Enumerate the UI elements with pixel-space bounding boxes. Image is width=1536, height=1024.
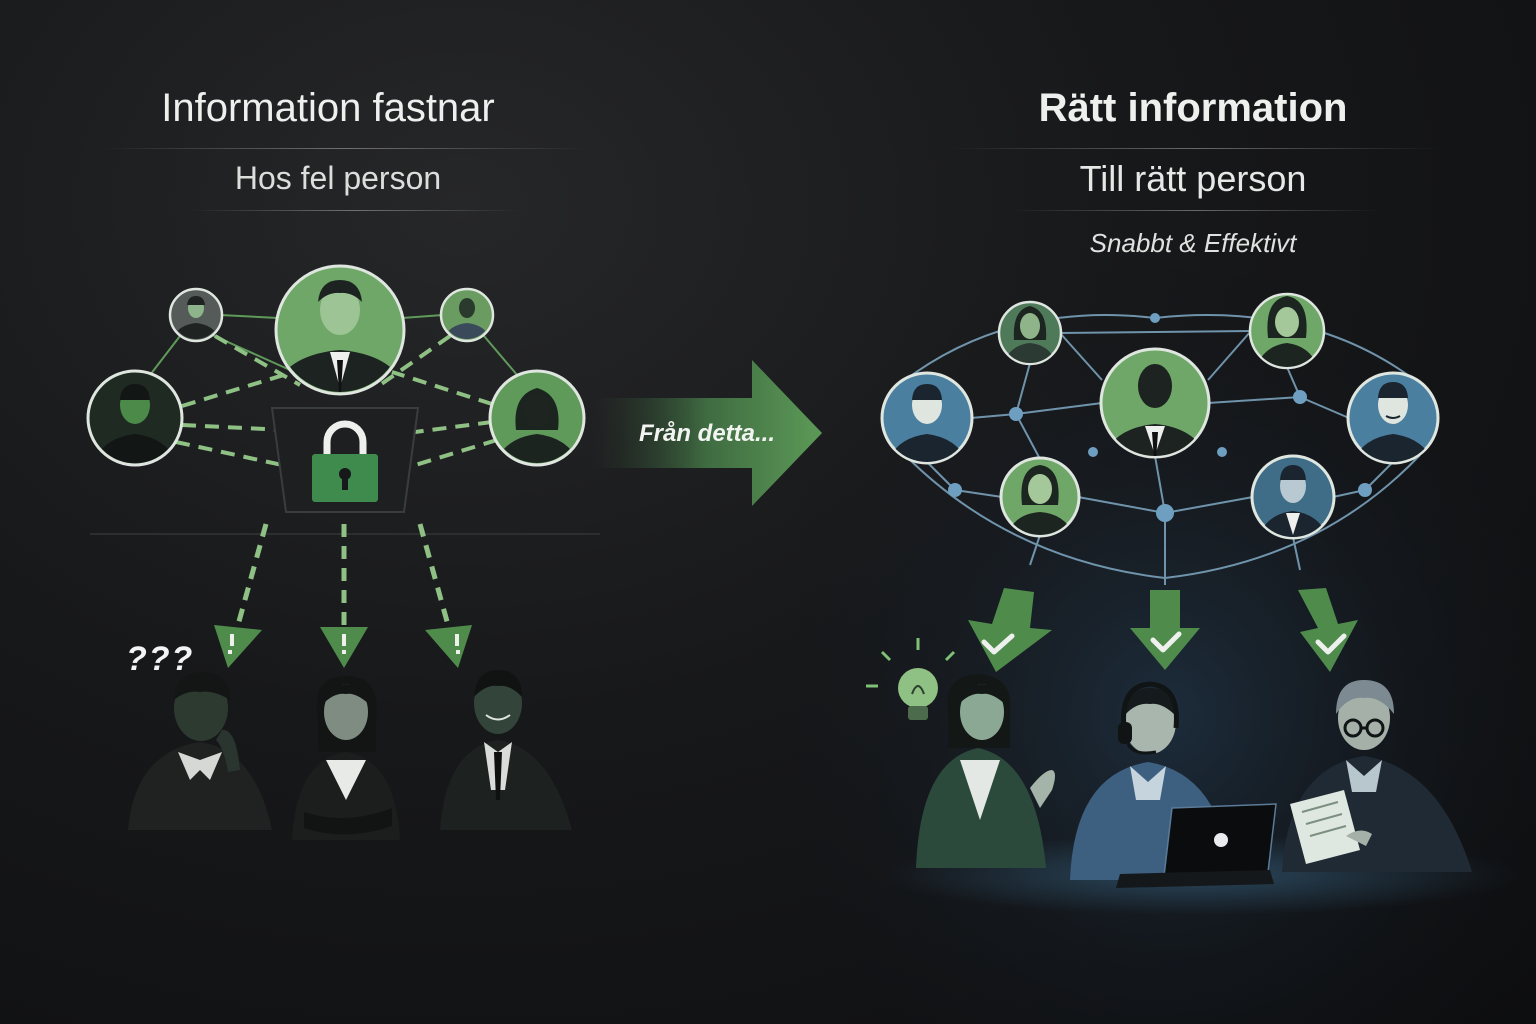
transition-arrow [590, 360, 822, 506]
checkmark-icon [981, 631, 1347, 655]
network-portrait-g [1250, 454, 1336, 540]
left-top-divider [100, 148, 590, 149]
confusion-marks: ??? [126, 640, 195, 678]
portrait-right [488, 369, 586, 467]
arrow-head-2 [320, 627, 368, 668]
left-title: Information fastnar [161, 86, 495, 130]
smiling-person [440, 670, 572, 830]
gesturing-woman [916, 674, 1055, 868]
left-bottom-divider [190, 210, 520, 211]
portrait-small-left [168, 287, 224, 343]
left-down-arrows [214, 523, 472, 668]
headset-icon [1118, 681, 1179, 755]
confused-person [128, 672, 272, 830]
arms-crossed-person [292, 676, 400, 840]
right-network-nodes [948, 313, 1372, 522]
portrait-small-right [439, 287, 495, 343]
arrow-head-1 [214, 625, 262, 668]
lightbulb-icon [866, 638, 970, 720]
laptop-icon [1116, 803, 1277, 888]
right-subtitle: Till rätt person [1079, 158, 1307, 199]
lock-icon [312, 420, 378, 502]
left-subtitle: Hos fel person [234, 160, 442, 196]
transition-label: Från detta... [638, 420, 776, 447]
right-top-divider [950, 148, 1440, 149]
right-bottom-divider [1010, 210, 1380, 211]
right-arrow-1 [968, 588, 1052, 672]
right-arrow-3 [1298, 588, 1358, 672]
right-title: Rätt information [1038, 86, 1348, 130]
left-dashed-links [175, 334, 498, 468]
arrow-head-3 [425, 625, 472, 668]
right-down-arrows [968, 588, 1358, 672]
right-people [866, 638, 1472, 888]
network-portrait-a [997, 300, 1063, 366]
lock-box [270, 407, 420, 513]
right-arrow-2 [1130, 590, 1200, 670]
left-people [128, 670, 572, 840]
right-network [880, 292, 1440, 585]
network-portrait-b [1248, 292, 1326, 370]
left-network [86, 264, 586, 668]
document-icon [1290, 790, 1360, 864]
reading-man [1282, 680, 1472, 872]
network-portrait-f [999, 456, 1081, 538]
portrait-left [86, 369, 184, 467]
